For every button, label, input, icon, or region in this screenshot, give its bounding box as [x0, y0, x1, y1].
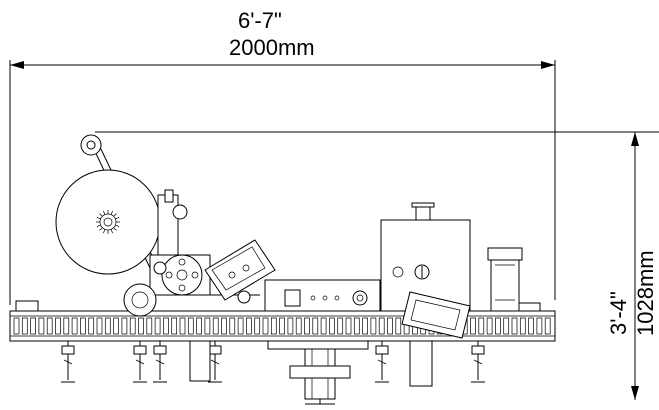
leveling-foot [375, 341, 389, 383]
chain-link [138, 317, 144, 335]
hub-tooth [115, 217, 120, 220]
leveling-feet [61, 340, 485, 387]
chain-link [320, 317, 327, 335]
chain-link [154, 317, 161, 335]
chain-link [121, 317, 128, 335]
height-metric-label: 1028mm [633, 250, 658, 336]
chain-link [295, 317, 302, 335]
height-imperial-label: 3'-4" [606, 291, 631, 335]
label-reel [55, 169, 161, 275]
support-post [409, 340, 433, 387]
chain-link [38, 317, 45, 335]
chain-link [536, 317, 543, 335]
reel-hub [96, 210, 120, 234]
chain-link [129, 317, 136, 335]
width-dimension: 6'-7" 2000mm [9, 8, 556, 305]
hub-tooth [103, 210, 106, 215]
chain-link [55, 317, 61, 335]
chain-link [179, 317, 186, 335]
chain-link [337, 317, 344, 335]
chain-link [163, 317, 169, 335]
chain-link [13, 317, 20, 335]
chain-link [21, 317, 28, 335]
hub-tooth [103, 229, 106, 234]
chain-link [478, 317, 485, 335]
hub-tooth [115, 224, 120, 227]
arrow-right-icon [541, 61, 555, 69]
chain-link [544, 317, 551, 335]
chain-link [279, 317, 285, 335]
chain-link [378, 317, 385, 335]
chain-link [113, 317, 119, 335]
chain-link [212, 317, 219, 335]
chain-link [486, 317, 493, 335]
chain-link [196, 317, 202, 335]
chain-link [519, 317, 526, 335]
hub-tooth [110, 229, 113, 234]
hub-tooth [99, 227, 103, 231]
chain-link [246, 317, 252, 335]
chain-link [503, 317, 510, 335]
chain-link [395, 317, 402, 335]
chain-link [262, 317, 269, 335]
chain-link [146, 317, 153, 335]
chain-link [88, 317, 95, 335]
hub-tooth [113, 213, 117, 217]
chain-link [80, 317, 86, 335]
leveling-foot [471, 341, 485, 383]
hub-tooth [99, 213, 103, 217]
chain-link [237, 317, 244, 335]
hub-tooth [96, 224, 101, 227]
chain-link [30, 317, 36, 335]
support-post [189, 340, 211, 382]
chain-link [204, 317, 211, 335]
chain-link [528, 317, 534, 335]
chain-link [353, 317, 360, 335]
hub-tooth [113, 227, 117, 231]
print-head [401, 291, 471, 339]
chain-link [387, 317, 393, 335]
width-imperial-label: 6'-7" [238, 8, 282, 33]
chain-link [63, 317, 70, 335]
leveling-foot [61, 341, 75, 383]
peel-plate [204, 239, 276, 304]
chain-link [470, 317, 476, 335]
chain-link [312, 317, 319, 335]
chain-link [370, 317, 377, 335]
chain-link [229, 317, 236, 335]
chain-link [345, 317, 352, 335]
chain-link [511, 317, 518, 335]
lift-column [267, 340, 369, 405]
chain-link [221, 317, 227, 335]
chain-link [495, 317, 501, 335]
printer-module [380, 202, 471, 312]
chain-link [71, 317, 78, 335]
chain-link [270, 317, 277, 335]
chain-link [362, 317, 368, 335]
chain-link [287, 317, 294, 335]
leveling-foot [133, 341, 147, 383]
sensor-tower [487, 247, 523, 312]
arrow-down-icon [631, 386, 639, 400]
chain-link [96, 317, 103, 335]
hub-tooth [96, 217, 101, 220]
chain-link [171, 317, 178, 335]
chain-link [304, 317, 310, 335]
control-box [264, 279, 381, 312]
arrow-up-icon [631, 132, 639, 146]
chain-link [254, 317, 261, 335]
chain-link [329, 317, 335, 335]
chain-link [104, 317, 111, 335]
hub-tooth [110, 210, 113, 215]
arrow-left-icon [10, 61, 24, 69]
height-dimension: 3'-4" 1028mm [95, 131, 659, 400]
leveling-foot [153, 341, 167, 383]
width-metric-label: 2000mm [229, 35, 315, 60]
chain-link [187, 317, 194, 335]
chain-link [46, 317, 53, 335]
